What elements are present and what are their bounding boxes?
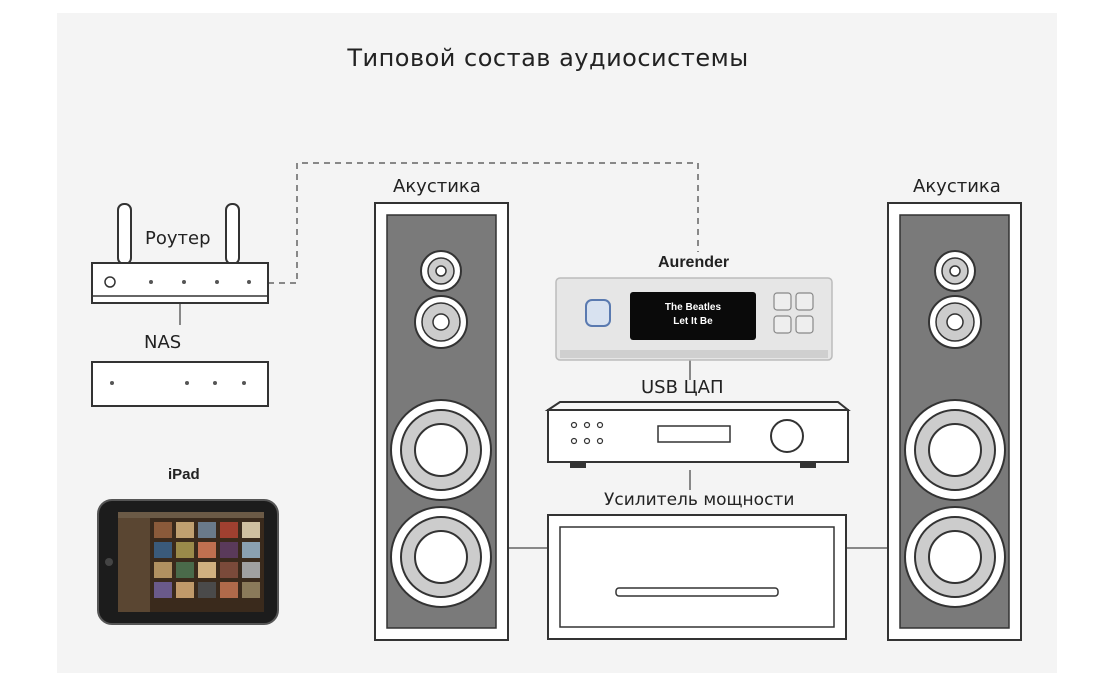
aurender-label: Aurender [658, 254, 730, 271]
amp-slot [615, 587, 779, 597]
left-speaker [374, 202, 509, 641]
power-amplifier [547, 514, 847, 640]
speaker-right-label: Акустика [913, 176, 1001, 197]
aurender-screen-artist: The Beatles [664, 302, 722, 313]
aurender-knob [585, 299, 611, 327]
router-body [91, 262, 269, 304]
aurender-screen-album: Let It Be [673, 316, 713, 327]
dac-volume-knob [770, 419, 804, 453]
router-antenna-left [117, 203, 132, 265]
right-speaker [887, 202, 1022, 641]
router-antenna-right [225, 203, 240, 265]
router-label: Роутер [145, 228, 211, 249]
speaker-left-label: Акустика [393, 176, 481, 197]
aurender-player [555, 277, 833, 361]
ipad [97, 499, 279, 625]
nas [91, 361, 269, 407]
aurender-display [630, 292, 756, 340]
usb-dac [544, 401, 851, 468]
dac-label: USB ЦАП [641, 377, 724, 398]
network-cable [268, 162, 699, 284]
nas-label: NAS [144, 332, 182, 353]
amplifier-label: Усилитель мощности [604, 490, 795, 510]
ipad-home-button [105, 558, 113, 566]
nas-body [91, 361, 269, 407]
page-title: Типовой состав аудиосистемы [347, 44, 749, 72]
dac-display [657, 425, 731, 443]
ipad-label: iPad [168, 466, 200, 483]
album-grid [154, 522, 260, 598]
power-icon [104, 276, 116, 288]
router [91, 203, 269, 304]
